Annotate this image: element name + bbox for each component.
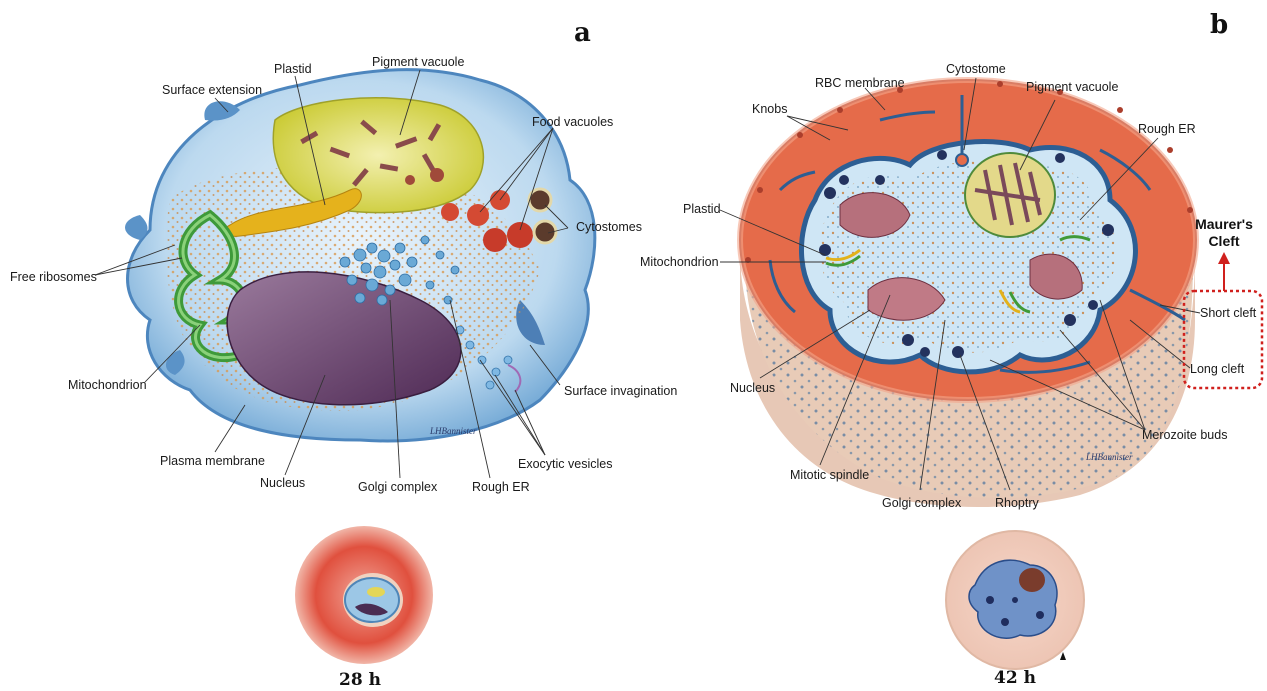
label-mitochondrion-b: Mitochondrion: [640, 255, 719, 269]
label-nucleus-a: Nucleus: [260, 476, 305, 490]
label-mitochondrion-a: Mitochondrion: [68, 378, 147, 392]
label-knobs: Knobs: [752, 102, 787, 116]
label-free-ribosomes: Free ribosomes: [10, 270, 97, 284]
label-maurers-cleft: Maurer's Cleft: [1186, 216, 1262, 250]
artist-signature-a: LHBannister: [430, 426, 477, 436]
label-pigment-vacuole-b: Pigment vacuole: [1026, 80, 1118, 94]
time-caption-42h: 42 h: [994, 668, 1036, 688]
label-plasma-membrane: Plasma membrane: [160, 454, 265, 468]
label-rough-er-a: Rough ER: [472, 480, 530, 494]
label-rhoptry: Rhoptry: [995, 496, 1039, 510]
label-rough-er-b: Rough ER: [1138, 122, 1196, 136]
label-golgi-complex-a: Golgi complex: [358, 480, 437, 494]
label-cytostomes: Cytostomes: [576, 220, 642, 234]
cell-28h-thumbnail: [295, 526, 433, 664]
panel-label-a: a: [574, 18, 591, 48]
label-surface-extension: Surface extension: [162, 83, 262, 97]
label-merozoite-buds: Merozoite buds: [1142, 428, 1227, 442]
time-caption-28h: 28 h: [339, 670, 381, 690]
label-cytostome: Cytostome: [946, 62, 1006, 76]
label-long-cleft: Long cleft: [1190, 362, 1244, 376]
artist-signature-b: LHBannister: [1086, 452, 1133, 462]
label-food-vacuoles: Food vacuoles: [532, 115, 613, 129]
label-exocytic-vesicles: Exocytic vesicles: [518, 457, 612, 471]
label-nucleus-b: Nucleus: [730, 381, 775, 395]
schizont-cell-drawing: [740, 80, 1196, 507]
label-golgi-complex-b: Golgi complex: [882, 496, 961, 510]
trophozoite-cell-drawing: [125, 70, 595, 441]
label-short-cleft: Short cleft: [1200, 306, 1256, 320]
label-rbc-membrane: RBC membrane: [815, 76, 905, 90]
label-pigment-vacuole-a: Pigment vacuole: [372, 55, 464, 69]
cell-42h-thumbnail: [946, 531, 1084, 669]
label-plastid-b: Plastid: [683, 202, 721, 216]
label-plastid-a: Plastid: [274, 62, 312, 76]
label-mitotic-spindle: Mitotic spindle: [790, 468, 869, 482]
label-surface-invagination: Surface invagination: [564, 384, 677, 398]
panel-label-b: b: [1210, 10, 1228, 40]
